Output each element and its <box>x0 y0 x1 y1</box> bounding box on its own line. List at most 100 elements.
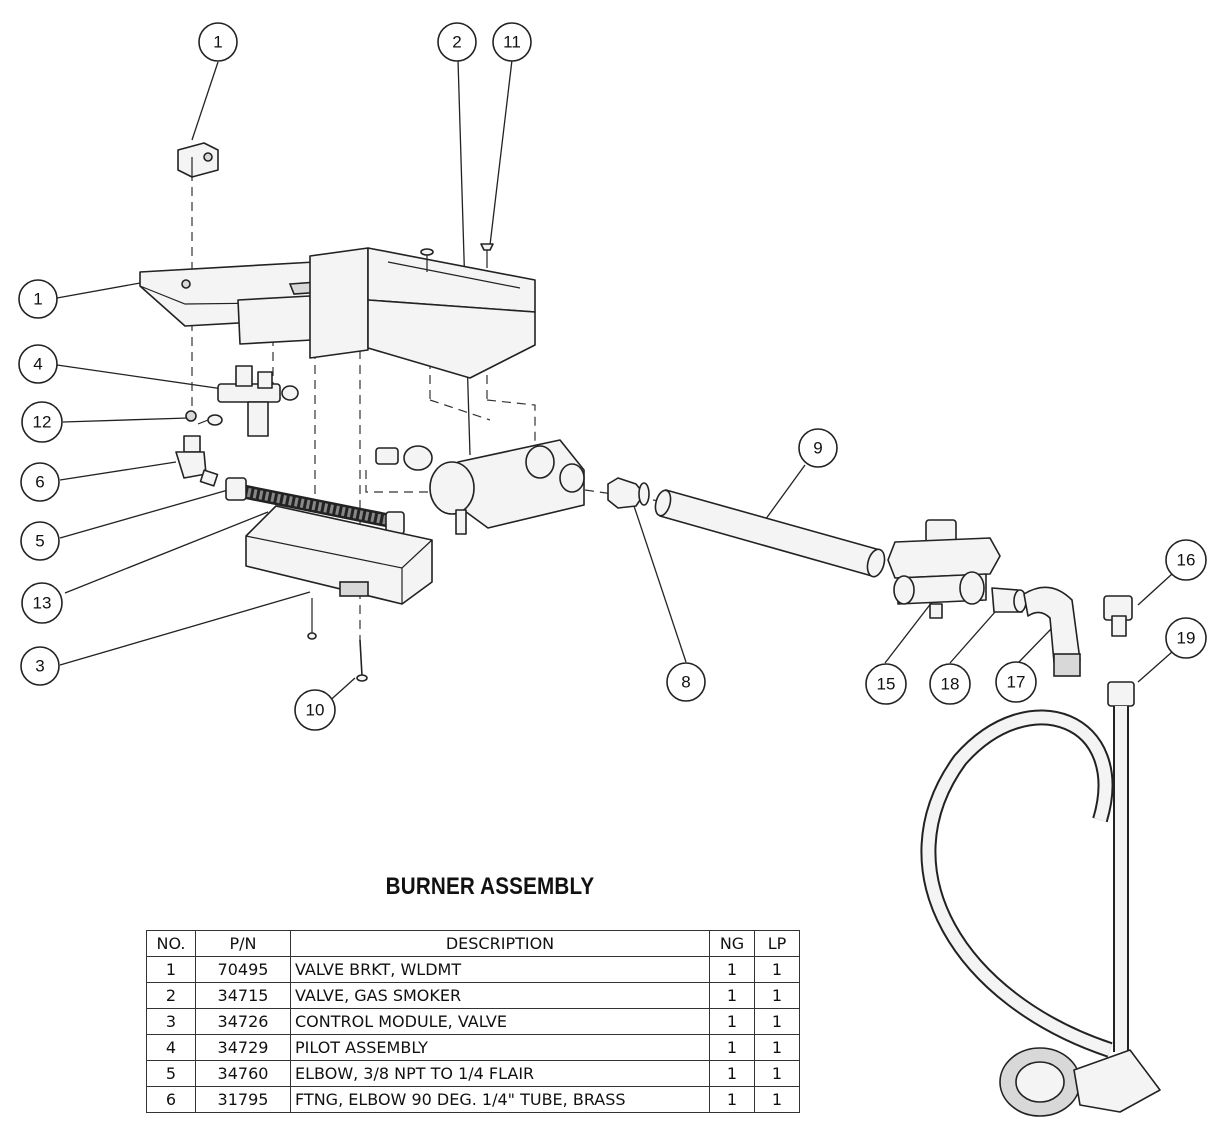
callout-4: 4 <box>18 344 58 384</box>
svg-text:4: 4 <box>33 355 42 374</box>
cell-lp: 1 <box>754 1008 800 1035</box>
callout-13: 13 <box>21 582 63 624</box>
bill-of-materials-table: NO. P/N DESCRIPTION NG LP 1 70495 VALVE … <box>146 930 800 1113</box>
callout-18: 18 <box>929 663 971 705</box>
table-header-row: NO. P/N DESCRIPTION NG LP <box>146 930 800 957</box>
cell-description: VALVE BRKT, WLDMT <box>290 956 710 983</box>
part-7-nut <box>177 142 219 178</box>
cell-pn: 70495 <box>195 956 291 983</box>
cell-ng: 1 <box>709 982 755 1009</box>
part-8-fitting <box>607 477 650 509</box>
callout-8: 8 <box>666 662 706 702</box>
part-3-control-module <box>245 505 433 640</box>
svg-text:6: 6 <box>35 473 44 492</box>
table-row: 4 34729 PILOT ASSEMBLY 1 1 <box>146 1034 800 1061</box>
cell-no: 4 <box>146 1034 196 1061</box>
svg-text:15: 15 <box>877 675 896 694</box>
cell-lp: 1 <box>754 1034 800 1061</box>
assembly-title: BURNER ASSEMBLY <box>385 873 595 900</box>
header-no: NO. <box>146 930 196 957</box>
table-row: 6 31795 FTNG, ELBOW 90 DEG. 1/4" TUBE, B… <box>146 1086 800 1113</box>
header-description: DESCRIPTION <box>290 930 710 957</box>
cell-description: FTNG, ELBOW 90 DEG. 1/4" TUBE, BRASS <box>290 1086 710 1113</box>
cell-pn: 34726 <box>195 1008 291 1035</box>
part-13-flex-tube <box>225 477 405 535</box>
svg-text:8: 8 <box>681 673 690 692</box>
header-lp: LP <box>754 930 800 957</box>
callout-3: 3 <box>20 646 60 686</box>
svg-text:18: 18 <box>941 675 960 694</box>
cell-lp: 1 <box>754 956 800 983</box>
part-17-elbow <box>1023 586 1081 677</box>
svg-text:10: 10 <box>306 701 325 720</box>
part-6-elbow <box>175 435 219 487</box>
callout-17: 17 <box>995 661 1037 703</box>
part-11-screws <box>420 243 494 272</box>
header-pn: P/N <box>195 930 291 957</box>
svg-text:12: 12 <box>33 413 52 432</box>
cell-description: ELBOW, 3/8 NPT TO 1/4 FLAIR <box>290 1060 710 1087</box>
part-19-gas-hose <box>920 681 1161 1117</box>
svg-text:9: 9 <box>813 439 822 458</box>
cell-no: 5 <box>146 1060 196 1087</box>
leader-lines <box>56 59 1173 706</box>
callout-2: 2 <box>437 22 477 62</box>
part-bracket-plate <box>309 247 536 379</box>
callout-10: 10 <box>294 689 336 731</box>
table-row: 3 34726 CONTROL MODULE, VALVE 1 1 <box>146 1008 800 1035</box>
svg-text:19: 19 <box>1177 629 1196 648</box>
table-row: 5 34760 ELBOW, 3/8 NPT TO 1/4 FLAIR 1 1 <box>146 1060 800 1087</box>
callout-1: 1 <box>18 279 58 319</box>
part-18-nipple <box>991 587 1027 613</box>
part-12-screw <box>185 410 223 426</box>
table-row: 2 34715 VALVE, GAS SMOKER 1 1 <box>146 982 800 1009</box>
part-15-regulator <box>887 519 1001 619</box>
cell-lp: 1 <box>754 982 800 1009</box>
svg-text:3: 3 <box>35 657 44 676</box>
svg-text:17: 17 <box>1007 673 1026 692</box>
cell-ng: 1 <box>709 1060 755 1087</box>
callout-12: 12 <box>21 401 63 443</box>
callout-16: 16 <box>1165 539 1207 581</box>
svg-text:16: 16 <box>1177 551 1196 570</box>
part-16-elbow-fitting <box>1103 595 1133 637</box>
cell-no: 2 <box>146 982 196 1009</box>
cell-pn: 34729 <box>195 1034 291 1061</box>
part-10-screw <box>356 639 368 682</box>
cell-ng: 1 <box>709 1086 755 1113</box>
cell-description: PILOT ASSEMBLY <box>290 1034 710 1061</box>
cell-lp: 1 <box>754 1086 800 1113</box>
callout-9: 9 <box>798 428 838 468</box>
svg-text:13: 13 <box>33 594 52 613</box>
svg-text:2: 2 <box>452 33 461 52</box>
callout-6: 6 <box>20 462 60 502</box>
part-2-gas-valve <box>429 439 585 535</box>
cell-lp: 1 <box>754 1060 800 1087</box>
part-9-pipe <box>654 489 886 578</box>
cell-pn: 31795 <box>195 1086 291 1113</box>
cell-description: CONTROL MODULE, VALVE <box>290 1008 710 1035</box>
cell-description: VALVE, GAS SMOKER <box>290 982 710 1009</box>
cell-ng: 1 <box>709 1008 755 1035</box>
cell-no: 3 <box>146 1008 196 1035</box>
cell-pn: 34760 <box>195 1060 291 1087</box>
svg-text:5: 5 <box>35 532 44 551</box>
part-5-elbow-fitting <box>375 445 433 471</box>
callout-19: 19 <box>1165 617 1207 659</box>
svg-text:1: 1 <box>213 33 222 52</box>
svg-text:1: 1 <box>33 290 42 309</box>
callout-5: 5 <box>20 521 60 561</box>
cell-pn: 34715 <box>195 982 291 1009</box>
svg-text:11: 11 <box>503 33 521 52</box>
cell-ng: 1 <box>709 956 755 983</box>
header-ng: NG <box>709 930 755 957</box>
callout-11: 11 <box>492 22 532 62</box>
cell-no: 6 <box>146 1086 196 1113</box>
cell-ng: 1 <box>709 1034 755 1061</box>
part-4-pilot-assembly <box>217 365 299 437</box>
table-row: 1 70495 VALVE BRKT, WLDMT 1 1 <box>146 956 800 983</box>
callout-7: 1 <box>198 22 238 62</box>
callout-15: 15 <box>865 663 907 705</box>
cell-no: 1 <box>146 956 196 983</box>
